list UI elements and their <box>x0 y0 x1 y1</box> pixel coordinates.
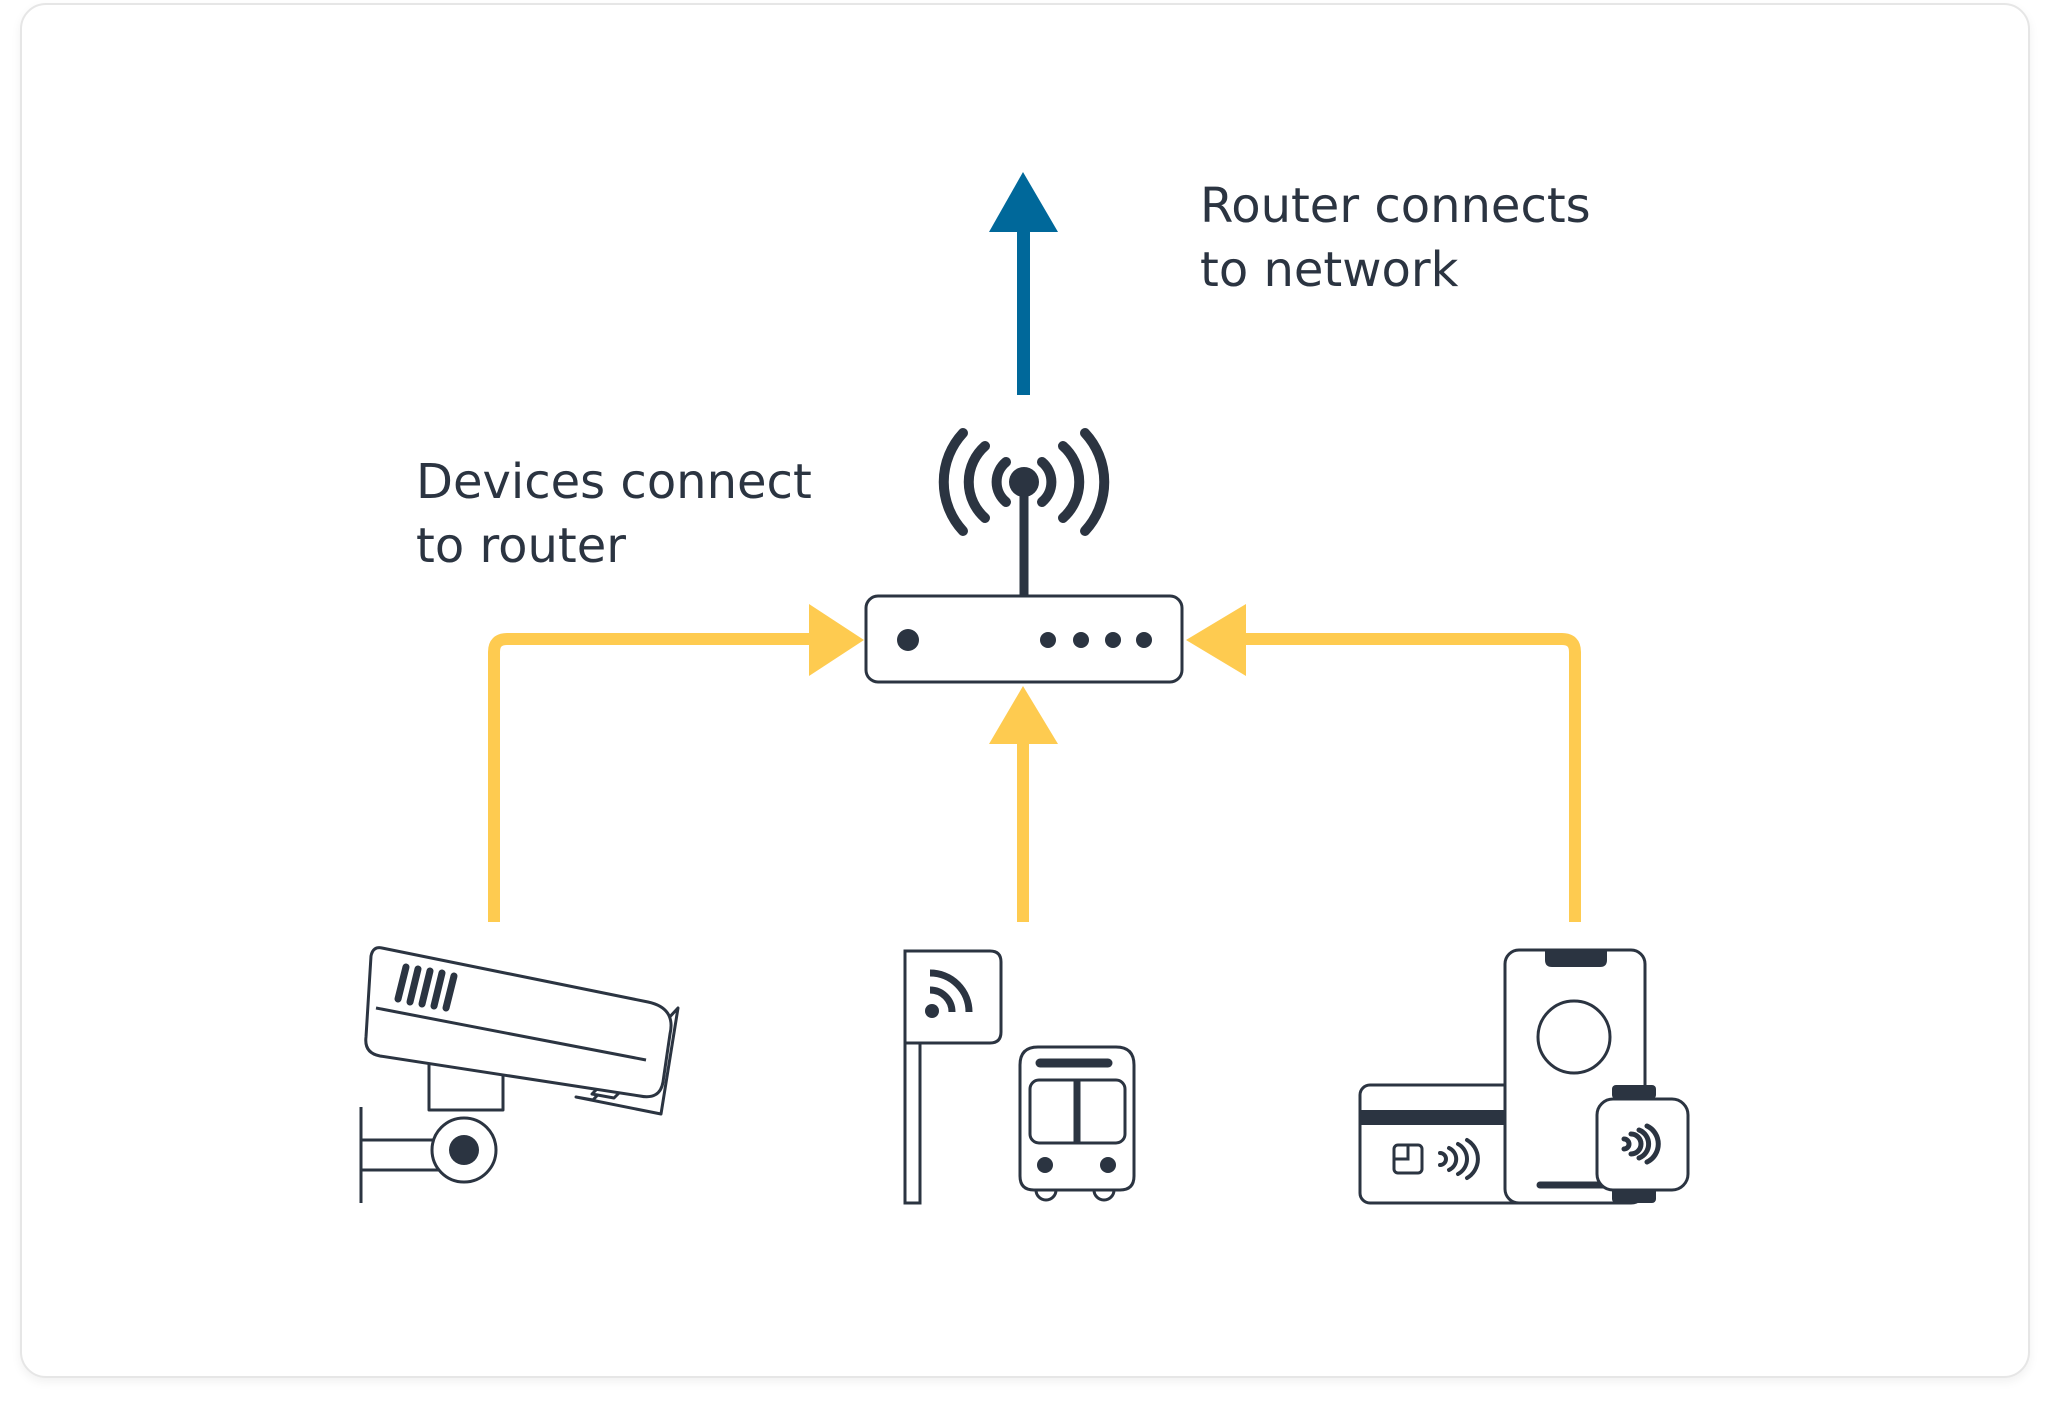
router-icon <box>864 494 1184 684</box>
device-arrows <box>488 633 1581 922</box>
camera-arrowhead <box>809 604 864 676</box>
bus-stop-icon <box>903 949 1003 1205</box>
security-camera-icon <box>359 946 680 1203</box>
bus-arrowhead <box>989 686 1058 744</box>
devices-router-label-line1: Devices connect <box>416 454 812 510</box>
router-network-label-line1: Router connects <box>1200 178 1591 234</box>
contactless-payment-icon <box>1358 948 1690 1205</box>
devices-router-label-line2: to router <box>416 518 626 574</box>
payment-arrow-line <box>1240 633 1581 922</box>
router-network-label-line2: to network <box>1200 242 1459 298</box>
payment-arrowhead <box>1186 604 1246 676</box>
network-arrow <box>989 172 1058 395</box>
bus-icon <box>1018 1045 1136 1202</box>
camera-arrow-line <box>488 633 815 922</box>
wifi-signal-icon <box>938 428 1110 536</box>
